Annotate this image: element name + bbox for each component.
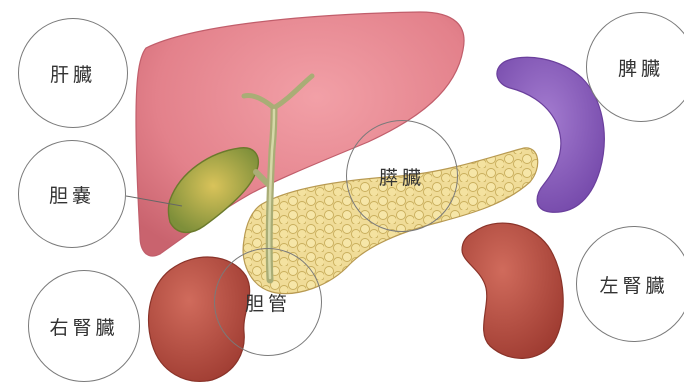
- gallbladder-label: 胆嚢: [18, 140, 126, 248]
- liver-label: 肝臓: [18, 18, 128, 128]
- right-kidney-label: 右腎臓: [28, 270, 140, 382]
- bile-duct-label: 胆管: [214, 248, 322, 356]
- left-kidney-shape: [462, 223, 563, 358]
- left-kidney-label: 左腎臓: [576, 226, 684, 342]
- pancreas-label: 膵臓: [346, 120, 458, 232]
